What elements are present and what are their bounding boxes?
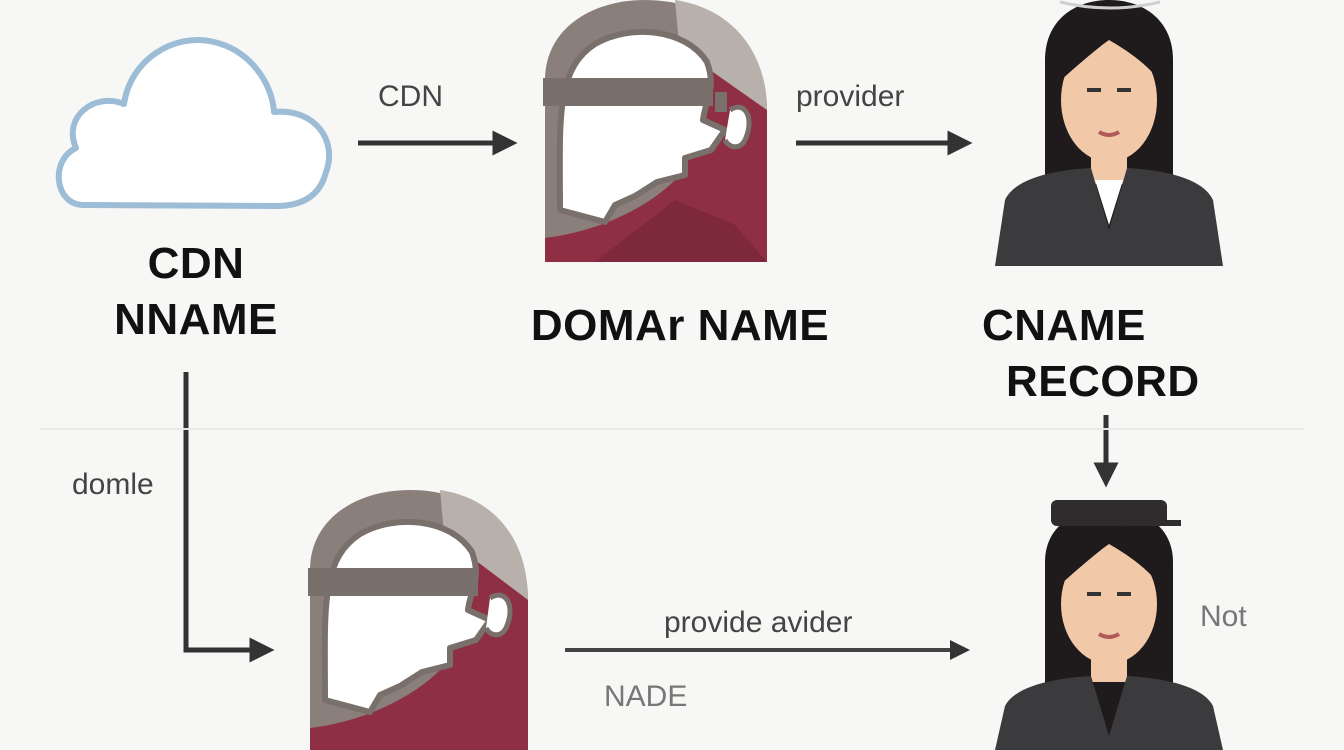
cdn-title-line1: CDN bbox=[147, 239, 245, 288]
edge-label-nade: NADE bbox=[604, 680, 688, 713]
cdn-title-line2: NNAME bbox=[114, 295, 278, 344]
section-divider bbox=[40, 428, 1304, 430]
edge-label-domle: domle bbox=[72, 468, 154, 501]
cdn-node-title: CDN NNAME bbox=[96, 236, 296, 348]
person-icon bbox=[995, 0, 1223, 266]
halo-icon bbox=[1059, 0, 1161, 10]
cname-title-line2: RECORD bbox=[1006, 357, 1200, 406]
note-not: Not bbox=[1200, 600, 1247, 633]
head-profile-icon-bottom bbox=[308, 490, 528, 750]
edge-label-provide-avider: provide avider bbox=[664, 606, 853, 639]
cname-node-title: CNAME RECORD bbox=[962, 298, 1232, 410]
edge-label-provider: provider bbox=[796, 80, 905, 113]
person-icon-bottom bbox=[995, 500, 1223, 750]
cloud-icon bbox=[55, 37, 333, 209]
arrow-cdn-down-right bbox=[183, 372, 275, 663]
domain-node-title: DOMAr NAME bbox=[530, 301, 830, 350]
head-profile-icon bbox=[543, 0, 767, 262]
cname-title-line1: CNAME bbox=[982, 301, 1146, 350]
edge-label-cdn: CDN bbox=[378, 80, 443, 113]
